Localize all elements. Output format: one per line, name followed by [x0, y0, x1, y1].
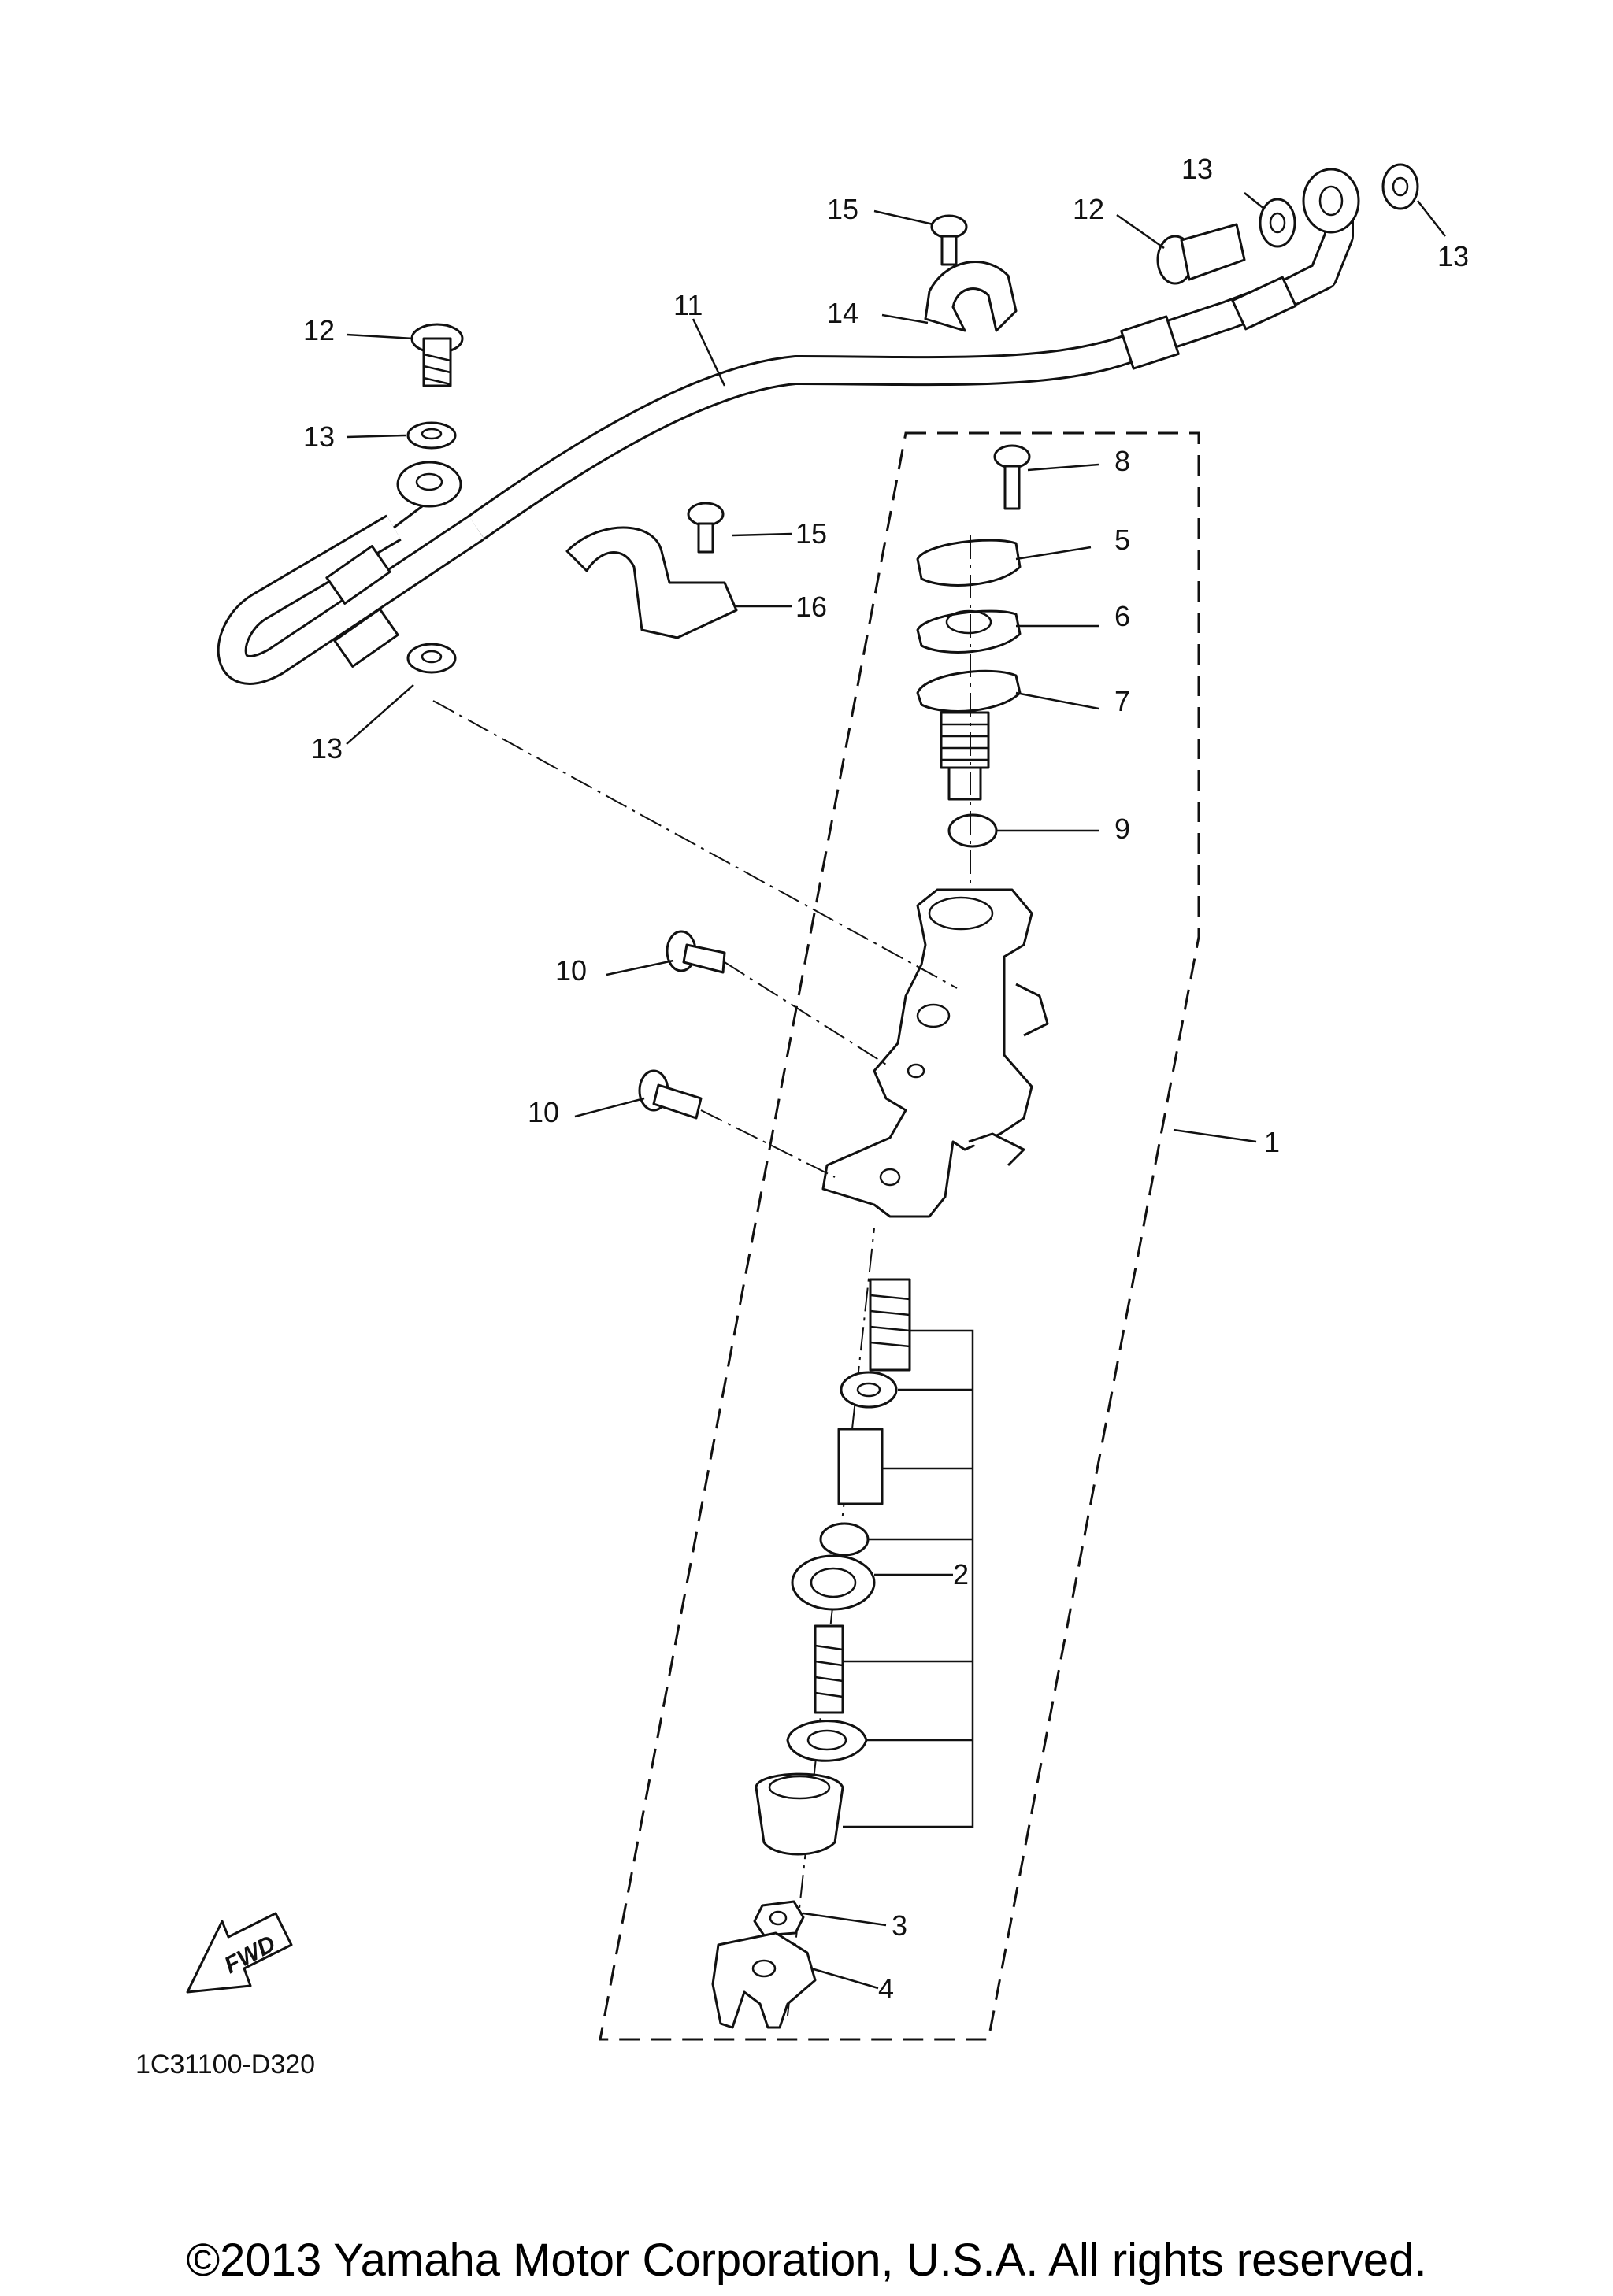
- callout-10-upper: 10: [555, 954, 587, 987]
- callout-13-top-right-2: 13: [1437, 240, 1469, 272]
- master-cylinder-body: [821, 888, 1049, 1218]
- centerline-rod: [787, 1228, 875, 2016]
- union-bolt-right: [1156, 223, 1246, 285]
- centerline-upper-bolt: [724, 961, 891, 1068]
- screw-15-top: [930, 214, 968, 266]
- reservoir-cap-5: [916, 539, 1022, 587]
- callout-9: 9: [1114, 813, 1130, 845]
- centerline-left-washer: [432, 700, 958, 989]
- callout-8: 8: [1114, 445, 1130, 477]
- callout-16: 16: [795, 591, 827, 623]
- callout-10-lower: 10: [528, 1096, 559, 1128]
- assembly-boundary: [599, 431, 1200, 2041]
- callout-13-bottom-left: 13: [311, 732, 343, 765]
- clevis-4: [711, 1931, 817, 2029]
- leader-lines: [346, 192, 1446, 1990]
- bolt-10-upper: [666, 930, 726, 974]
- callout-15-middle: 15: [795, 517, 827, 550]
- left-banjo-eye: [396, 461, 462, 508]
- callout-11: 11: [673, 289, 703, 321]
- brake-hose: [217, 205, 1354, 685]
- callout-4: 4: [878, 1972, 894, 2005]
- boot-9: [947, 813, 998, 848]
- callout-3: 3: [892, 1909, 907, 1942]
- screw-15-middle: [687, 502, 725, 554]
- callout-6: 6: [1114, 600, 1130, 632]
- diaphragm-plate-6: [916, 609, 1022, 654]
- diaphragm-7: [916, 669, 1022, 801]
- washer-top-right-2: [1381, 163, 1419, 210]
- callout-13-top-left: 13: [303, 420, 335, 453]
- bolt-10-lower: [638, 1069, 703, 1120]
- copyright-notice: ©2013 Yamaha Motor Corporation, U.S.A. A…: [186, 2235, 1426, 2286]
- callout-14: 14: [827, 297, 858, 329]
- callouts: 1 2 3 4 5 6 7 8 9 10 10 11 12 12 13 13 1…: [303, 153, 1469, 2005]
- screw-8: [993, 444, 1031, 510]
- callout-15-top: 15: [827, 193, 858, 225]
- piston-kit: [755, 1278, 974, 1856]
- callout-12-left: 12: [303, 314, 335, 346]
- drawing-code: 1C31100-D320: [135, 2050, 315, 2079]
- callout-13-top-right-1: 13: [1181, 153, 1213, 185]
- callout-12-right: 12: [1073, 193, 1104, 225]
- union-bolt-left: [410, 323, 464, 387]
- callout-5: 5: [1114, 524, 1130, 556]
- nut-3: [753, 1900, 805, 1937]
- callout-1: 1: [1264, 1126, 1280, 1158]
- callout-7: 7: [1114, 685, 1130, 717]
- washer-top-left: [406, 421, 457, 450]
- callout-2: 2: [953, 1558, 969, 1591]
- fwd-arrow: FWD: [186, 1912, 293, 1994]
- hose-guide-16: [565, 526, 738, 639]
- washer-top-right-1: [1259, 198, 1296, 248]
- centerline-lower-bolt: [700, 1109, 836, 1178]
- hose-guide-14: [924, 261, 1018, 332]
- right-banjo-eye: [1302, 168, 1360, 234]
- washer-bottom-left: [406, 643, 457, 674]
